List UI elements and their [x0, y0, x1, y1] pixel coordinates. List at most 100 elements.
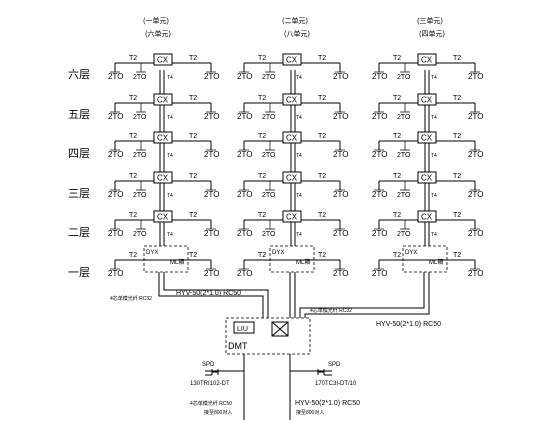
t2-right-u2-f6: T2 [318, 55, 326, 62]
spd-right-symbol [290, 369, 332, 376]
outlet-left-u1-f2: 2TO [108, 229, 123, 238]
unit-2-top-label: (二单元) [282, 16, 308, 25]
floor-label-5: 五层 [68, 108, 90, 121]
t4-label-u3-f6: T4 [431, 75, 437, 81]
outlet-inner-u3-f5: 2TO [397, 114, 411, 121]
dyx-box-unit-3 [402, 245, 448, 273]
feeder-line-unit-1 [158, 272, 264, 318]
outlet-left-u2-f6: 2TO [237, 72, 252, 81]
t2-left-u3-f6: T2 [393, 55, 401, 62]
t4-label-u3-f2: T4 [431, 232, 437, 238]
dyx-box-unit-1 [143, 245, 189, 273]
outlet-left-u2-f4: 2TO [237, 150, 252, 159]
outlet-inner-u1-f6: 2TO [133, 74, 147, 81]
t2-left-u1-f5: T2 [129, 95, 137, 102]
entry-right-sub: 接至800对入 [296, 409, 324, 416]
inner-drop-u2-f4 [265, 141, 275, 151]
t2-right-u3-f4: T2 [453, 133, 461, 140]
t2-right-u1-f2: T2 [189, 212, 197, 219]
t2-right-u2-f3: T2 [318, 173, 326, 180]
outlet-right-u3-f6: 2TO [468, 72, 483, 81]
outlet-left-u1-f5: 2TO [108, 112, 123, 121]
t2-right-u1-f6: T2 [189, 55, 197, 62]
outlet-right-u2-f2: 2TO [333, 229, 348, 238]
spd-left-label: SPD [202, 362, 215, 368]
outlet-right-u1-f4: 2TO [204, 150, 219, 159]
outlet-left-u3-f6: 2TO [372, 72, 387, 81]
outlet-inner-u1-f4: 2TO [133, 152, 147, 159]
unit-3-top-label: (三单元) [417, 16, 443, 25]
inner-drop-u1-f3 [136, 181, 146, 191]
outlet-left-u3-f4: 2TO [372, 150, 387, 159]
feeder-line-unit-3b [304, 272, 430, 318]
outlet-right-u3-f2: 2TO [468, 229, 483, 238]
outlet-inner-u1-f3: 2TO [133, 192, 147, 199]
t2-right-u3-f2: T2 [453, 212, 461, 219]
t2-right-u2-f1: T2 [318, 252, 326, 259]
outlet-left-u1-f1: 2TO [108, 269, 123, 278]
t2-right-u1-f1: T2 [189, 252, 197, 259]
unit-3-bottom-label: (四单元) [419, 29, 445, 38]
cx-box-u3-f4 [417, 131, 437, 144]
liu-label: LIU [237, 326, 248, 333]
inner-drop-u2-f3 [265, 181, 275, 191]
t4-label-u1-f5: T4 [167, 115, 173, 121]
t4-label-u1-f2: T4 [167, 232, 173, 238]
cx-label-u3-f6: CX [421, 56, 433, 65]
cx-label-u2-f4: CX [286, 134, 298, 143]
outlet-right-u3-f5: 2TO [468, 112, 483, 121]
outlet-left-u2-f5: 2TO [237, 112, 252, 121]
t2-left-u2-f1: T2 [258, 252, 266, 259]
inner-drop-u1-f6 [136, 63, 146, 73]
outlet-right-u3-f1: 2TO [468, 269, 483, 278]
t2-left-u3-f5: T2 [393, 95, 401, 102]
floor-label-3: 三层 [68, 187, 90, 200]
t2-right-u3-f6: T2 [453, 55, 461, 62]
entry-left-sub: 接至800对入 [204, 409, 232, 416]
cx-box-u2-f4 [282, 131, 302, 144]
inner-drop-u2-f6 [265, 63, 275, 73]
cx-label-u1-f4: CX [157, 134, 169, 143]
dyx-box-unit-2 [269, 245, 315, 273]
t2-left-u3-f2: T2 [393, 212, 401, 219]
spd-right-label: SPD [328, 362, 341, 368]
liu-box [233, 321, 255, 334]
t2-left-u2-f4: T2 [258, 133, 266, 140]
t4-label-u3-f3: T4 [431, 193, 437, 199]
t2-right-u3-f1: T2 [453, 252, 461, 259]
outlet-left-u1-f3: 2TO [108, 190, 123, 199]
outlet-right-u3-f3: 2TO [468, 190, 483, 199]
outlet-left-u3-f5: 2TO [372, 112, 387, 121]
inner-drop-u3-f6 [400, 63, 410, 73]
cx-box-u1-f4 [153, 131, 173, 144]
outlet-left-u2-f1: 2TO [237, 269, 252, 278]
outlet-inner-u2-f6: 2TO [262, 74, 276, 81]
t2-right-u1-f4: T2 [189, 133, 197, 140]
outlet-right-u2-f6: 2TO [333, 72, 348, 81]
spd-left-symbol [205, 369, 244, 376]
dmt-label: DMT [228, 341, 248, 351]
outlet-inner-u3-f3: 2TO [397, 192, 411, 199]
t4-label-u2-f2: T4 [296, 232, 302, 238]
floor-label-1: 一层 [68, 266, 90, 279]
unit-1-top-label: (一单元) [143, 16, 169, 25]
cx-box-u1-f2 [153, 210, 173, 223]
fiber-box-label-unit-1: ML箱 [170, 258, 184, 266]
cx-box-u2-f3 [282, 171, 302, 184]
t2-left-u2-f5: T2 [258, 95, 266, 102]
t2-right-u1-f3: T2 [189, 173, 197, 180]
t2-left-u2-f3: T2 [258, 173, 266, 180]
floor-label-6: 六层 [68, 68, 90, 81]
fiber-box-label-unit-3: ML箱 [429, 258, 443, 266]
inner-drop-u2-f5 [265, 103, 275, 113]
floor-label-4: 四层 [68, 147, 90, 160]
t4-label-u2-f4: T4 [296, 153, 302, 159]
t2-right-u2-f5: T2 [318, 95, 326, 102]
cx-label-u2-f2: CX [286, 213, 298, 222]
outlet-left-u1-f4: 2TO [108, 150, 123, 159]
cx-box-u1-f5 [153, 93, 173, 106]
feeder-line-unit-1b [163, 272, 269, 318]
t4-label-u2-f3: T4 [296, 193, 302, 199]
cx-label-u2-f5: CX [286, 96, 298, 105]
t2-left-u2-f2: T2 [258, 212, 266, 219]
